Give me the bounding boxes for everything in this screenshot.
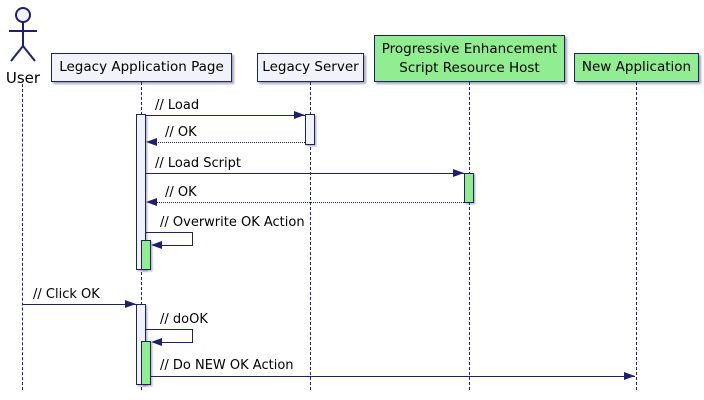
arrowhead-icon	[453, 169, 464, 177]
arrowhead-icon	[125, 300, 136, 308]
message-label-load-script: // Load Script	[155, 156, 241, 171]
message-line-click-ok	[22, 304, 136, 305]
message-label-ok-1: // OK	[165, 125, 197, 140]
message-line-do-new-ok-action	[151, 376, 635, 377]
stick-figure-icon	[9, 7, 37, 62]
lifeline-user	[22, 84, 23, 390]
lifeline-script-resource-host	[469, 82, 470, 390]
activation-legacy-page-2-nested	[141, 341, 151, 385]
message-label-do-new-ok-action: // Do NEW OK Action	[160, 358, 294, 373]
self-message-line	[192, 329, 193, 343]
arrowhead-icon	[294, 111, 305, 119]
activation-script-host	[464, 173, 474, 203]
self-message-line	[146, 329, 193, 330]
arrowhead-icon	[624, 372, 635, 380]
arrowhead-icon	[146, 138, 157, 146]
message-label-ok-2: // OK	[165, 185, 197, 200]
message-label-overwrite-ok-action: // Overwrite OK Action	[160, 215, 305, 230]
activation-legacy-page-1-nested	[141, 240, 151, 270]
activation-legacy-server	[305, 114, 315, 145]
message-line-ok-1	[150, 142, 305, 143]
self-message-line	[146, 232, 193, 233]
participant-legacy-application-page: Legacy Application Page	[51, 53, 232, 82]
self-message-line	[157, 342, 193, 343]
participant-label: Legacy Application Page	[59, 59, 224, 76]
participant-label: Progressive Enhancement Script Resource …	[381, 41, 558, 76]
actor-user: User	[2, 6, 44, 87]
lifeline-legacy-server	[310, 82, 311, 390]
arrowhead-icon	[151, 338, 162, 346]
message-line-load-script	[146, 173, 464, 174]
arrowhead-icon	[151, 241, 162, 249]
message-label-dook: // doOK	[160, 312, 208, 327]
participant-label: Legacy Server	[262, 59, 359, 76]
message-line-ok-2	[150, 202, 464, 203]
actor-user-label: User	[5, 69, 41, 87]
message-line-load	[146, 115, 305, 116]
arrowhead-icon	[146, 198, 157, 206]
lifeline-new-application	[636, 82, 637, 390]
self-message-line	[157, 245, 193, 246]
participant-script-resource-host: Progressive Enhancement Script Resource …	[374, 35, 565, 82]
participant-new-application: New Application	[574, 53, 699, 82]
message-label-click-ok: // Click OK	[33, 287, 100, 302]
participant-legacy-server: Legacy Server	[257, 53, 364, 82]
self-message-line	[192, 232, 193, 246]
participant-label: New Application	[581, 59, 692, 76]
message-label-load: // Load	[155, 98, 200, 113]
